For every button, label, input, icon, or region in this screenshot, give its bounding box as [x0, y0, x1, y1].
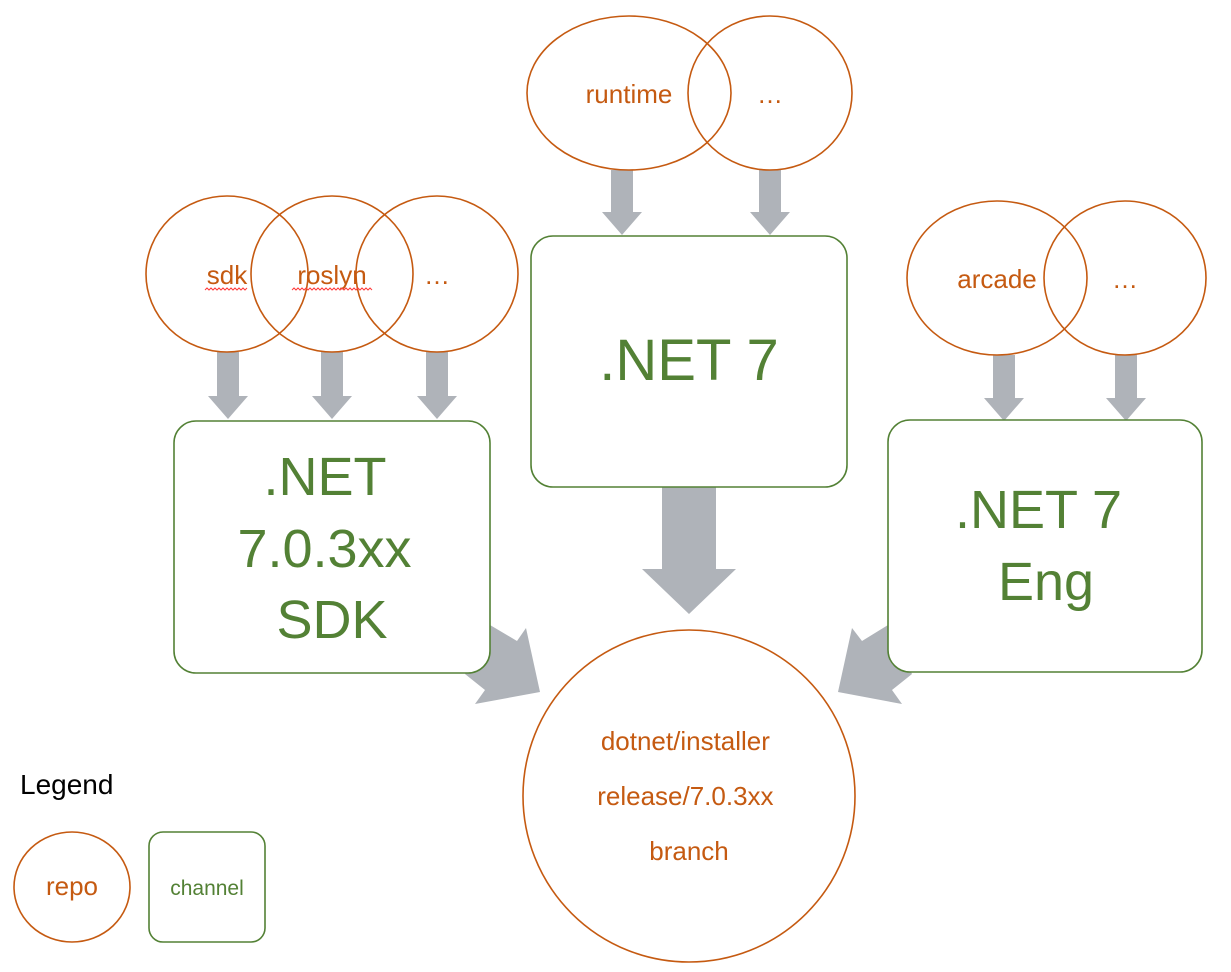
squiggle-sdk	[204, 287, 248, 291]
arrow-roslyn	[312, 352, 352, 419]
channel-eng-line-1: .NET 7	[955, 480, 1122, 540]
repo-runtime-circle	[526, 15, 732, 171]
repo-roslyn-label: roslyn	[297, 260, 366, 290]
channel-eng-label: .NET 7 Eng	[955, 480, 1137, 612]
repo-sdk-circle	[145, 195, 309, 353]
channel-net7-box	[530, 235, 848, 488]
repo-sdk-more-label: …	[424, 260, 450, 290]
channel-sdk-line-3: SDK	[276, 590, 387, 650]
repo-circles	[145, 15, 1207, 356]
squiggle-roslyn	[291, 287, 373, 291]
channel-net7-label: .NET 7	[599, 328, 778, 393]
channel-sdk-line-2: 7.0.3xx	[237, 519, 411, 579]
repo-arcade-circle	[906, 200, 1088, 356]
repo-to-channel-arrows	[208, 170, 1146, 421]
legend-repo-circle	[13, 831, 131, 943]
arrow-sdk-more	[417, 352, 457, 419]
legend-channel-label: channel	[170, 877, 244, 900]
branch-line-3: branch	[649, 836, 729, 866]
channel-sdk-box	[173, 420, 491, 674]
repo-arcade-label: arcade	[957, 264, 1037, 294]
branch-line-1: dotnet/installer	[601, 726, 770, 756]
arrow-sdk	[208, 352, 248, 419]
channel-eng-box	[887, 419, 1203, 673]
repo-runtime-more-label: …	[757, 79, 783, 109]
branch-label: dotnet/installer release/7.0.3xx branch	[597, 726, 781, 866]
arrow-runtime	[602, 170, 642, 235]
channel-sdk-line-1: .NET	[263, 447, 385, 507]
legend-channel-box	[148, 831, 266, 943]
arrow-net7-to-branch	[642, 487, 736, 614]
repo-roslyn-circle	[250, 195, 414, 353]
arrow-arcade-more	[1106, 355, 1146, 421]
arrow-runtime-more	[750, 170, 790, 235]
channel-sdk-label: .NET 7.0.3xx SDK	[237, 447, 426, 650]
repo-arcade-more-label: …	[1112, 264, 1138, 294]
repo-runtime-more-circle	[687, 15, 853, 171]
repo-sdk-label: sdk	[207, 260, 248, 290]
legend-repo-label: repo	[46, 871, 98, 901]
spellcheck-squiggles	[204, 287, 373, 291]
branch-circle	[522, 629, 856, 963]
repo-arcade-more-circle	[1043, 200, 1207, 356]
branch-line-2: release/7.0.3xx	[597, 781, 773, 811]
legend-title: Legend	[20, 769, 113, 800]
arrow-arcade	[984, 355, 1024, 421]
repo-runtime-label: runtime	[586, 79, 673, 109]
repo-sdk-more-circle	[355, 195, 519, 353]
channel-eng-line-2: Eng	[998, 552, 1094, 612]
